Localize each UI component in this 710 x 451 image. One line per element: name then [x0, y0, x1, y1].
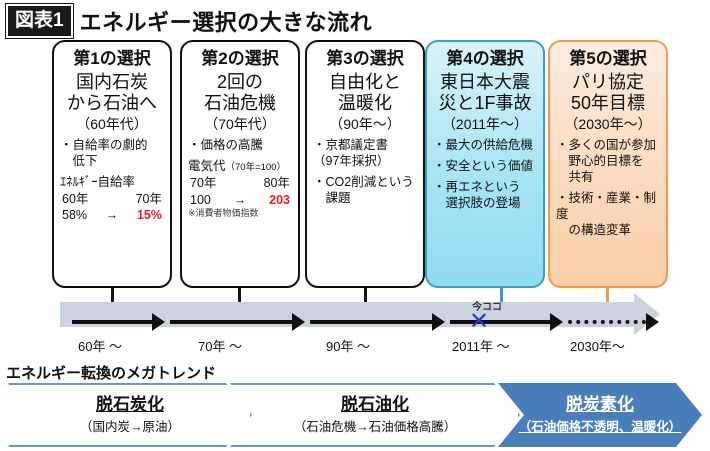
- megatrend-chevron-1: 脱石炭化 （国内炭→原油）: [8, 383, 252, 447]
- card-5-bullet-1: ・多くの国が参加 野心的目標を 共有: [556, 137, 657, 184]
- figure-badge: 図表1: [5, 3, 74, 39]
- megatrend-chevron-1-sub: （国内炭→原油）: [79, 419, 180, 434]
- card-2-stat-title: 電気代（70年=100）: [188, 158, 292, 174]
- card-2-stat-title-main: 電気代: [188, 158, 226, 173]
- card-2-heading: 第2の選択: [201, 49, 279, 68]
- connector-stem-5: [606, 288, 609, 314]
- card-2-note: ※消費者物価指数: [188, 208, 259, 219]
- card-2-stat-values: 100 → 203: [188, 192, 292, 209]
- card-1-main-line2: から石油へ: [67, 92, 157, 113]
- choice-card-1: 第1の選択 国内石炭 から石油へ （60年代） ・自給率の劇的 低下 ｴﾈﾙｷﾞ…: [52, 40, 172, 288]
- card-1-stat-left-value: 58%: [62, 208, 88, 223]
- card-1-main-line1: 国内石炭: [76, 71, 148, 92]
- card-1-stat-spacer: [101, 191, 123, 208]
- card-1-stat-left-label: 60年: [62, 191, 89, 206]
- card-1-stat-right-value: 15%: [136, 208, 162, 223]
- card-3-main-line2: 温暖化: [338, 92, 392, 113]
- card-1-stat-arrow: →: [105, 208, 119, 223]
- now-here-label: 今ココ: [472, 302, 502, 313]
- card-1-stat-labels: 60年 70年: [60, 191, 164, 208]
- megatrend-heading: エネルギー転換のメガトレンド: [6, 365, 217, 382]
- title-text: エネルギー選択の大きな流れ: [79, 10, 373, 35]
- card-2-stat-spacer: [229, 175, 251, 192]
- megatrend-chevron-2: 脱石油化 （石油危機→石油価格高騰）: [230, 383, 520, 447]
- card-1-bullet-1: ・自給率の劇的 低下: [60, 137, 148, 168]
- card-2-main: 2回の 石油危機: [187, 72, 293, 114]
- card-4-bullet-3: ・再エネという 選択肢の登場: [433, 179, 521, 210]
- megatrend-chevrons: 脱石炭化 （国内炭→原油） 脱石油化 （石油危機→石油価格高騰） 脱炭素化 （石…: [8, 383, 702, 447]
- card-3-body: ・京都議定書 （97年採択） ・CO2削減という 課題: [312, 137, 418, 211]
- card-1-era: （60年代）: [76, 115, 148, 132]
- card-2-main-line2: 石油危機: [204, 92, 276, 113]
- card-2-body: ・価格の高騰 電気代（70年=100） 70年 80年 100 → 203 ※消…: [187, 137, 293, 220]
- card-3-era: （90年～）: [329, 115, 401, 132]
- timeline-label-4: 2011年 ～: [452, 339, 510, 354]
- choice-card-4: 第4の選択 東日本大震 災と1F事故 （2011年～） ・最大の供給危機 ・安全…: [425, 40, 545, 288]
- page-title: 図表1 エネルギー選択の大きな流れ: [5, 3, 373, 39]
- card-3-bullet-2: ・CO2削減という 課題: [313, 174, 414, 205]
- card-4-body: ・最大の供給危機 ・安全という価値 ・再エネという 選択肢の登場: [432, 137, 538, 216]
- choice-card-3: 第3の選択 自由化と 温暖化 （90年～） ・京都議定書 （97年採択） ・CO…: [305, 40, 425, 288]
- megatrend-chevron-1-title: 脱石炭化: [96, 395, 164, 415]
- card-2-main-line1: 2回の: [216, 71, 263, 92]
- card-5-main-line1: パリ協定: [572, 71, 644, 92]
- megatrend-chevron-3-sub: （石油価格不透明、温暖化）: [518, 419, 682, 434]
- card-1-stat-values: 58% → 15%: [60, 207, 164, 224]
- card-1-body: ・自給率の劇的 低下 ｴﾈﾙｷﾞｰ自給率 60年 70年 58% → 15%: [59, 137, 165, 225]
- timeline-segment-1-arrow-icon: [152, 313, 165, 331]
- card-5-era: （2030年～）: [564, 115, 652, 132]
- card-1-stat-right-label: 70年: [135, 191, 162, 206]
- timeline-segment-5-arrow-icon: [646, 313, 659, 331]
- timeline-segment-2: [170, 320, 292, 324]
- megatrend-chevron-2-title: 脱石油化: [341, 395, 409, 415]
- card-4-main: 東日本大震 災と1F事故: [432, 72, 538, 114]
- timeline-label-1: 60年 ～: [78, 339, 123, 354]
- card-2-stat-right-label: 80年: [263, 175, 290, 190]
- card-4-main-line1: 東日本大震: [440, 71, 530, 92]
- now-here-x-icon: ✕: [469, 308, 490, 335]
- card-3-main-line1: 自由化と: [329, 71, 401, 92]
- card-4-bullet-1: ・最大の供給危機: [433, 137, 534, 152]
- card-4-heading: 第4の選択: [446, 49, 524, 68]
- card-2-stat-right-value: 203: [269, 192, 290, 207]
- card-2-stat-title-note: （70年=100）: [225, 161, 286, 173]
- card-5-main-line2: 50年目標: [570, 92, 646, 113]
- choice-card-2: 第2の選択 2回の 石油危機 （70年代） ・価格の高騰 電気代（70年=100…: [180, 40, 300, 288]
- card-2-stat-arrow: →: [233, 192, 247, 207]
- card-4-era: （2011年～）: [441, 115, 529, 132]
- megatrend-chevron-3: 脱炭素化 （石油価格不透明、温暖化）: [498, 383, 702, 447]
- choice-card-5: 第5の選択 パリ協定 50年目標 （2030年～） ・多くの国が参加 野心的目標…: [548, 40, 668, 288]
- card-5-body: ・多くの国が参加 野心的目標を 共有 ・技術・産業・制度 の構造変革: [555, 137, 661, 243]
- card-5-bullet-2: ・技術・産業・制度 の構造変革: [556, 190, 657, 237]
- card-2-stat-left-value: 100: [190, 192, 211, 207]
- timeline-segment-3: [310, 320, 432, 324]
- timeline-segment-5: [568, 320, 646, 324]
- timeline-segment-4: [450, 320, 550, 324]
- card-3-main: 自由化と 温暖化: [312, 72, 418, 114]
- megatrend-chevron-2-sub: （石油危機→石油価格高騰）: [293, 419, 457, 434]
- card-3-heading: 第3の選択: [326, 49, 404, 68]
- timeline-label-3: 90年 ～: [326, 339, 371, 354]
- card-2-era: （70年代）: [204, 115, 276, 132]
- card-4-bullet-2: ・安全という価値: [433, 158, 534, 173]
- timeline-segment-1: [72, 320, 152, 324]
- card-1-main: 国内石炭 から石油へ: [59, 72, 165, 114]
- card-4-main-line2: 災と1F事故: [438, 92, 532, 113]
- timeline-label-2: 70年 ～: [198, 339, 243, 354]
- card-1-heading: 第1の選択: [73, 49, 151, 68]
- timeline-segment-2-arrow-icon: [292, 313, 305, 331]
- megatrend-chevron-3-title: 脱炭素化: [566, 395, 634, 415]
- card-1-stat-title: ｴﾈﾙｷﾞｰ自給率: [60, 174, 136, 189]
- card-2-stat-left-label: 70年: [190, 175, 217, 190]
- card-3-bullet-1: ・京都議定書 （97年採択）: [313, 137, 390, 168]
- connector-stem-4: [500, 288, 503, 314]
- timeline-label-5: 2030年～: [570, 339, 625, 354]
- card-5-heading: 第5の選択: [569, 49, 647, 68]
- card-2-stat-labels: 70年 80年: [188, 175, 292, 192]
- timeline-segment-4-arrow-icon: [550, 313, 563, 331]
- card-2-bullet-1: ・価格の高騰: [188, 137, 264, 152]
- card-5-main: パリ協定 50年目標: [555, 72, 661, 114]
- timeline-segment-3-arrow-icon: [432, 313, 445, 331]
